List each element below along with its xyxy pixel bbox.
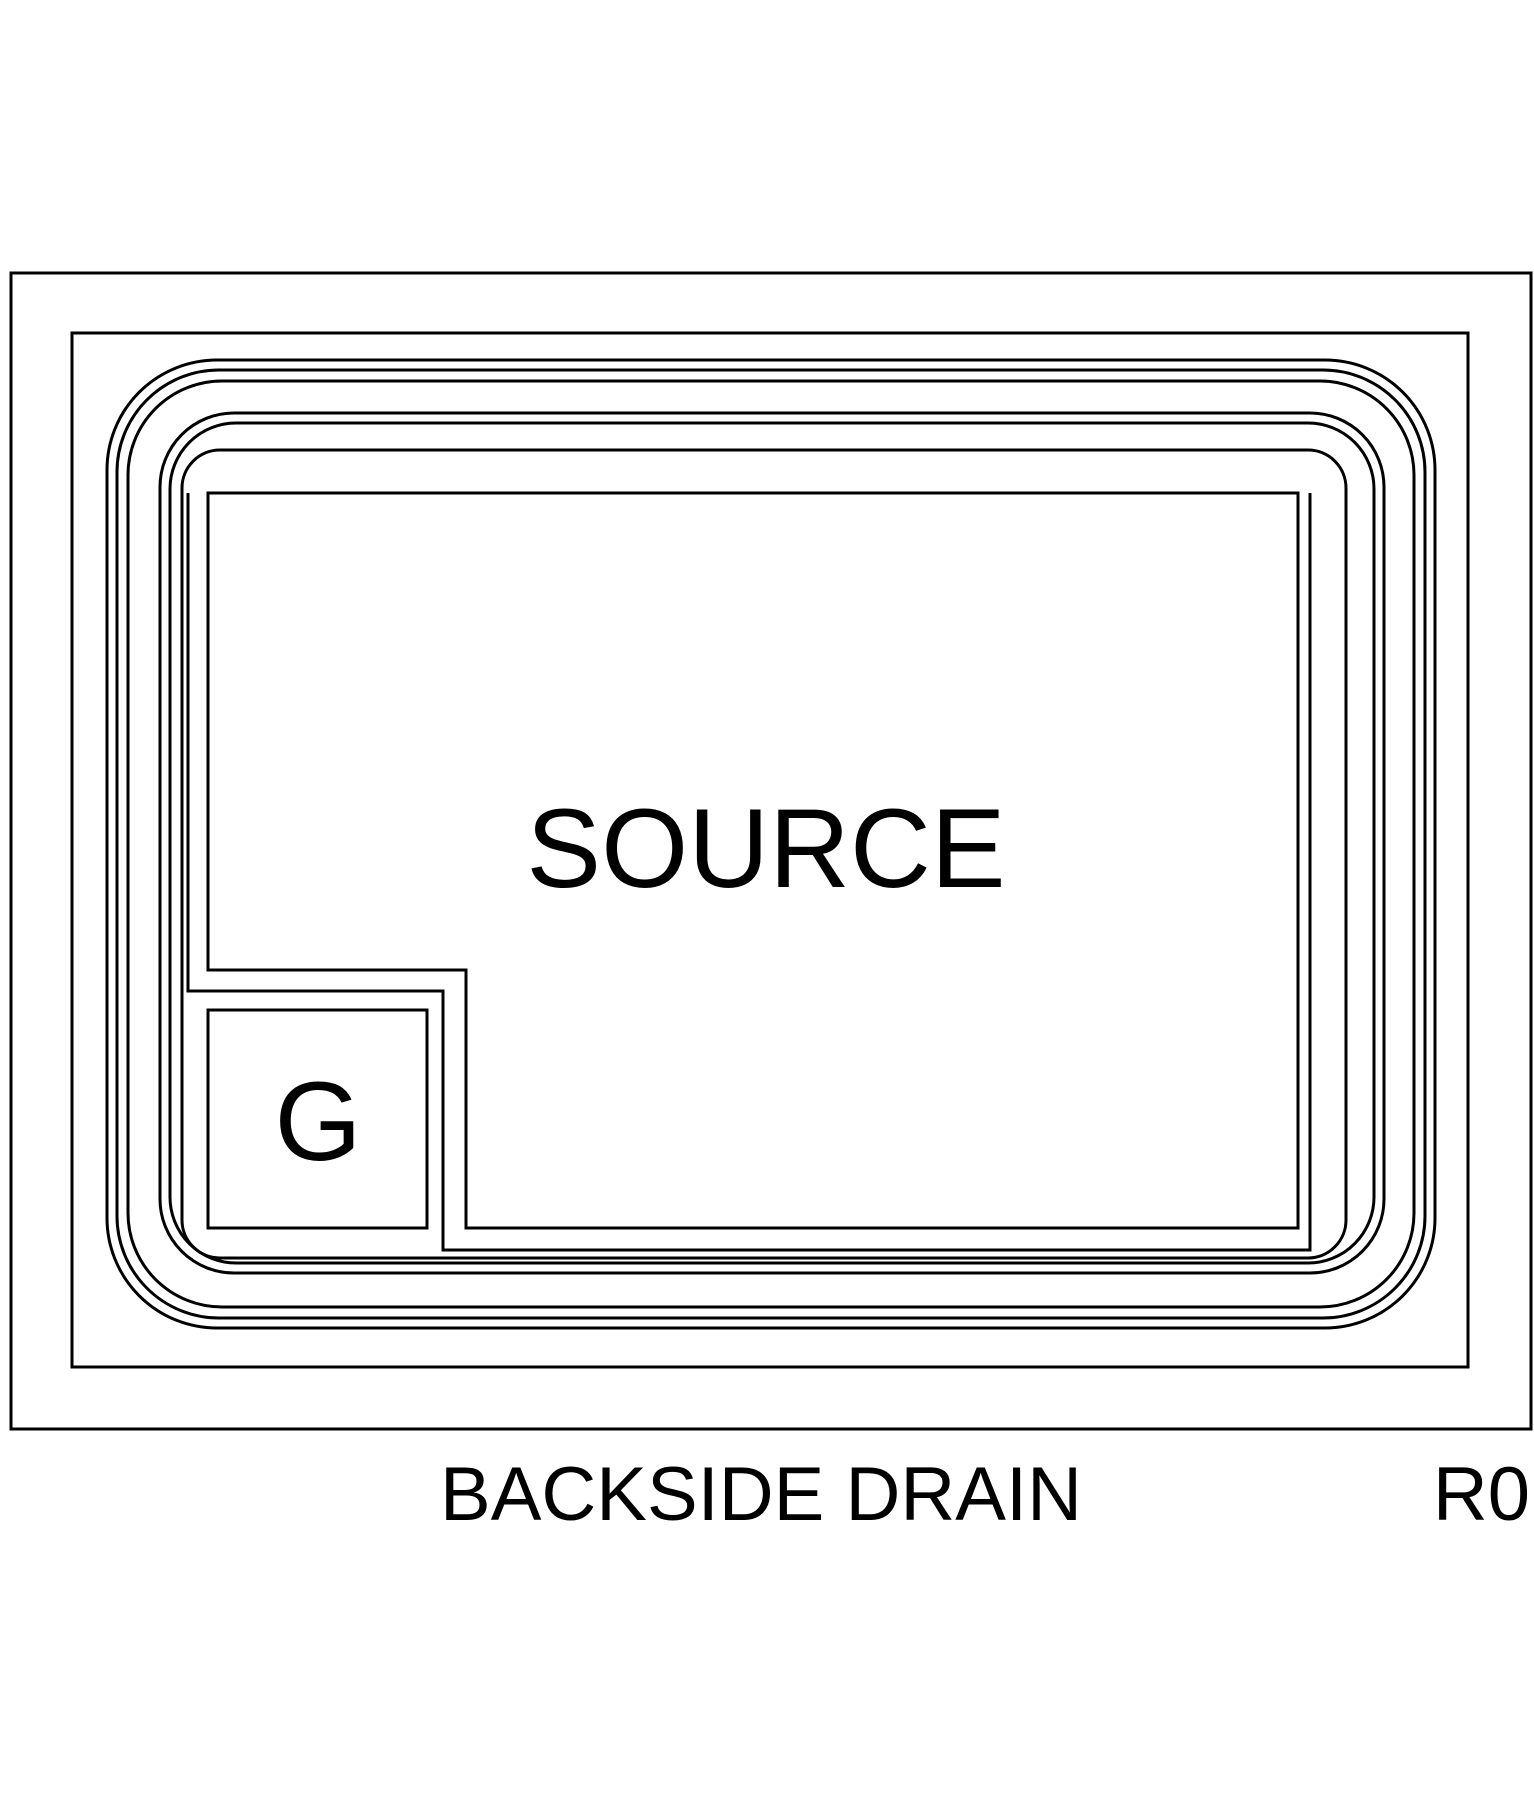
source-pad-outline [206,491,1300,1230]
source-label: SOURCE [526,786,1005,911]
guard-ring-1 [105,358,1437,1330]
guard-ring-2 [115,368,1427,1320]
inner-frame [70,331,1470,1369]
guard-ring-4 [158,411,1386,1275]
revision-label: R0 [1433,1452,1530,1537]
guard-ring-6 [180,448,1348,1260]
guard-ring-3 [126,379,1416,1309]
gate-label: G [274,1059,361,1184]
backside-drain-label: BACKSIDE DRAIN [440,1452,1082,1537]
gate-pad-outline [206,1008,429,1230]
guard-ring-5 [168,421,1376,1265]
die-outline [9,271,1533,1431]
gate-runner-outline [186,493,1312,1252]
